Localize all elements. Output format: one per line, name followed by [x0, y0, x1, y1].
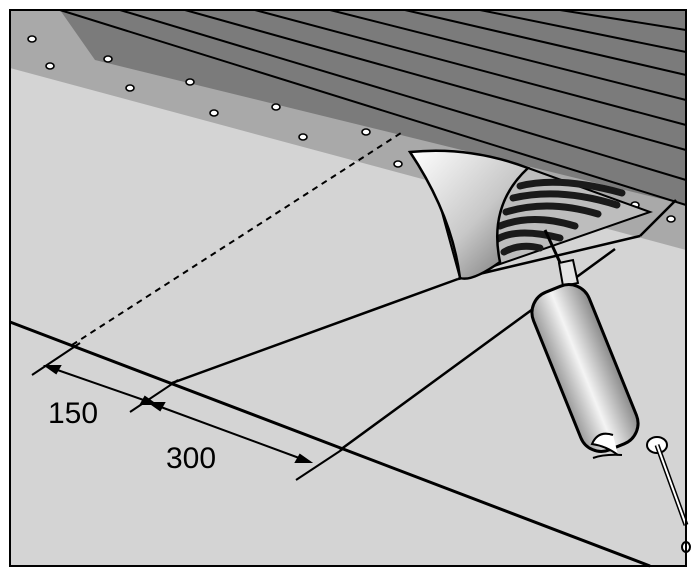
overlap-dimension-label: 150 — [48, 397, 98, 430]
strip-dimension-label: 300 — [166, 442, 216, 475]
roof-boards — [59, 9, 687, 206]
frame — [9, 9, 687, 567]
sheet-edge — [9, 320, 651, 568]
peeled-corner — [407, 149, 531, 280]
strip-dimension — [146, 402, 344, 481]
caulking-gun — [530, 229, 691, 553]
adhesive-strips — [492, 178, 626, 256]
